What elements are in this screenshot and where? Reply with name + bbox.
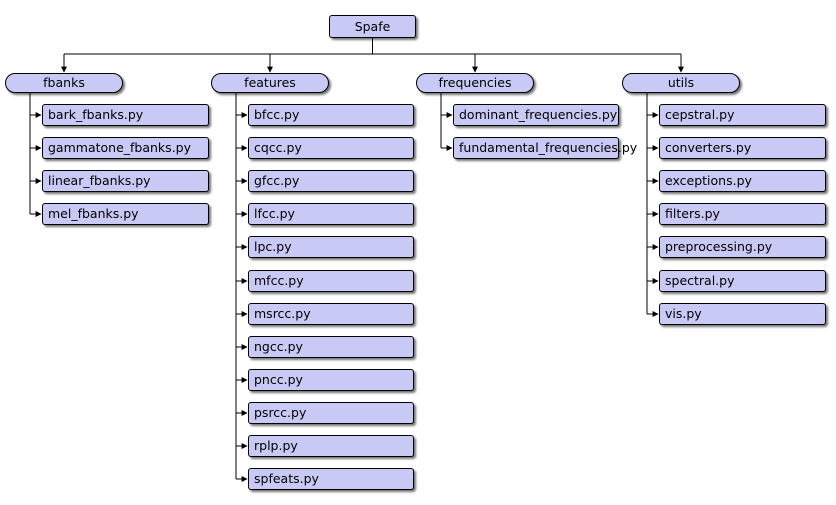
- file-node[interactable]: lpc.py: [248, 236, 414, 258]
- file-node[interactable]: spectral.py: [659, 270, 826, 292]
- file-node[interactable]: gfcc.py: [248, 170, 414, 192]
- package-node-frequencies[interactable]: frequencies: [416, 73, 534, 93]
- file-node[interactable]: psrcc.py: [248, 402, 414, 424]
- file-node[interactable]: exceptions.py: [659, 170, 826, 192]
- file-node[interactable]: converters.py: [659, 137, 826, 159]
- package-node-utils[interactable]: utils: [622, 73, 740, 93]
- file-node[interactable]: bfcc.py: [248, 104, 414, 126]
- file-node[interactable]: cepstral.py: [659, 104, 826, 126]
- file-node[interactable]: dominant_frequencies.py: [453, 104, 619, 126]
- file-node[interactable]: preprocessing.py: [659, 236, 826, 258]
- package-node-fbanks[interactable]: fbanks: [5, 73, 123, 93]
- file-node[interactable]: pncc.py: [248, 369, 414, 391]
- file-node[interactable]: rplp.py: [248, 435, 414, 457]
- file-node[interactable]: ngcc.py: [248, 336, 414, 358]
- file-node[interactable]: linear_fbanks.py: [42, 170, 209, 192]
- file-node[interactable]: bark_fbanks.py: [42, 104, 209, 126]
- file-node[interactable]: lfcc.py: [248, 203, 414, 225]
- root-node[interactable]: Spafe: [329, 15, 416, 38]
- file-node[interactable]: fundamental_frequencies.py: [453, 137, 637, 159]
- file-node[interactable]: gammatone_fbanks.py: [42, 137, 209, 159]
- package-node-features[interactable]: features: [211, 73, 329, 93]
- file-node[interactable]: mfcc.py: [248, 270, 414, 292]
- file-node[interactable]: spfeats.py: [248, 468, 414, 490]
- file-node[interactable]: vis.py: [659, 303, 826, 325]
- file-node[interactable]: mel_fbanks.py: [42, 203, 209, 225]
- file-node[interactable]: cqcc.py: [248, 137, 414, 159]
- file-node[interactable]: msrcc.py: [248, 303, 414, 325]
- file-node[interactable]: filters.py: [659, 203, 826, 225]
